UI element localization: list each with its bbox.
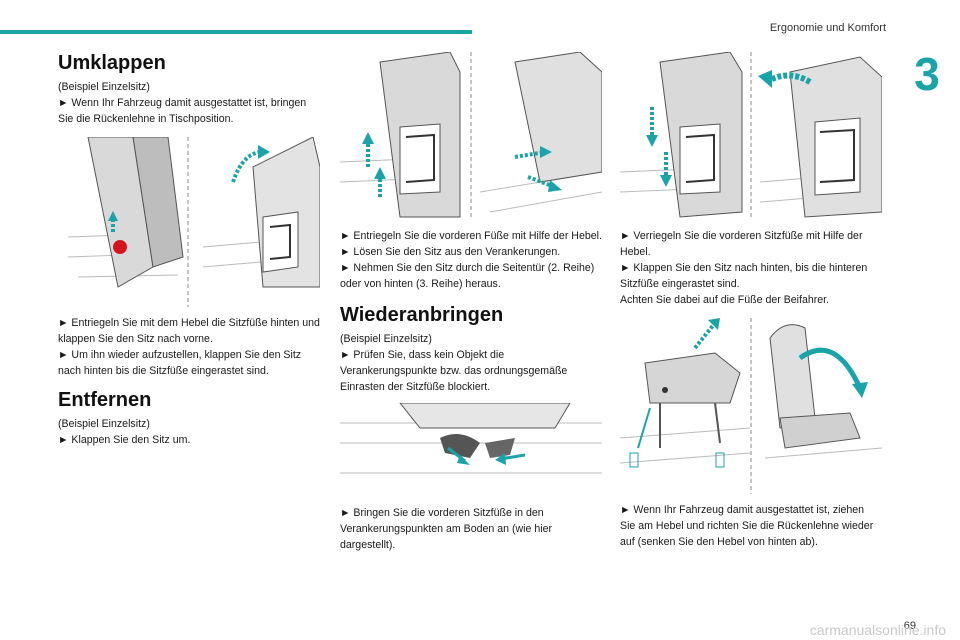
paragraph: ► Wenn Ihr Fahrzeug damit ausgestattet i… (620, 504, 874, 548)
figure-raise-backrest (620, 318, 882, 494)
column-3: ► Verriegeln Sie die vorderen Sitzfüße m… (620, 52, 882, 550)
paragraph: ► Bringen Sie die vorderen Sitzfüße in d… (340, 507, 553, 551)
watermark: carmanualsonline.info (809, 622, 946, 638)
page-number: 69 (903, 620, 916, 632)
figure-remove-seat (340, 52, 602, 220)
paragraph: ► Prüfen Sie, dass kein Objekt die Veran… (340, 349, 568, 393)
column-1: Umklappen (Beispiel Einzelsitz) ► Wenn I… (58, 52, 320, 448)
heading-entfernen: Entfernen (58, 389, 152, 411)
paragraph: ► Lösen Sie den Sitz aus den Verankerung… (340, 246, 561, 258)
heading-wiederanbringen: Wiederanbringen (340, 304, 504, 326)
column-2: ► Entriegeln Sie die vorderen Füße mit H… (340, 52, 602, 553)
paragraph: (Beispiel Einzelsitz) (58, 418, 150, 430)
figure-lock-seat (620, 52, 882, 220)
chapter-number: 3 (894, 45, 960, 103)
paragraph: ► Wenn Ihr Fahrzeug damit ausgestattet i… (58, 97, 307, 125)
paragraph: ► Entriegeln Sie die vorderen Füße mit H… (340, 230, 602, 242)
figure-fold-seat (58, 137, 320, 307)
paragraph: Achten Sie dabei auf die Füße der Beifah… (620, 294, 830, 306)
paragraph: ► Klappen Sie den Sitz um. (58, 434, 191, 446)
paragraph: ► Klappen Sie den Sitz nach hinten, bis … (620, 262, 868, 290)
figure-anchor-points (340, 403, 602, 495)
paragraph: (Beispiel Einzelsitz) (58, 81, 150, 93)
paragraph: ► Um ihn wieder aufzustellen, klappen Si… (58, 349, 302, 377)
paragraph: ► Verriegeln Sie die vorderen Sitzfüße m… (620, 230, 863, 258)
top-accent-bar (0, 30, 472, 34)
paragraph: ► Nehmen Sie den Sitz durch die Seitentü… (340, 262, 595, 290)
heading-umklappen: Umklappen (58, 52, 166, 74)
paragraph: (Beispiel Einzelsitz) (340, 333, 432, 345)
section-title: Ergonomie und Komfort (769, 22, 886, 34)
paragraph: ► Entriegeln Sie mit dem Hebel die Sitzf… (58, 317, 320, 345)
